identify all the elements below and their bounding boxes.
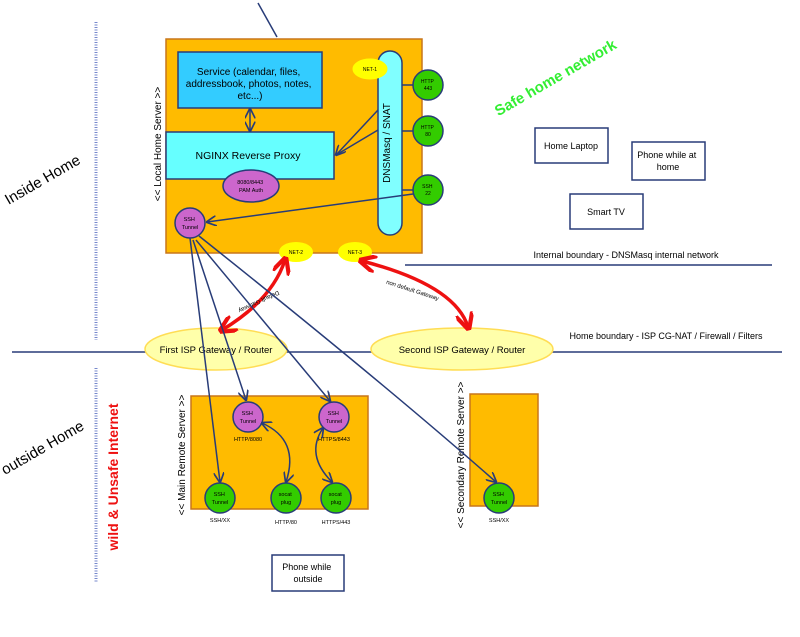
phone-home-box	[631, 141, 706, 181]
tunnel-line-ssh-secondary	[198, 235, 496, 482]
phone-home-label: Phone while at home	[637, 150, 699, 172]
remote-ssh-secondary-node	[483, 482, 515, 514]
dnsmasq-box	[377, 50, 403, 236]
second-gateway-label: Second ISP Gateway / Router	[399, 345, 526, 356]
local-ssh-tunnel-label: SSH Tunnel	[182, 217, 199, 231]
outside-home-label: outside Home	[0, 418, 87, 479]
smart-tv-label: Smart TV	[587, 207, 625, 217]
internal-boundary-label: Internal boundary - DNSMasq internal net…	[533, 250, 719, 260]
remote-ssh-secondary-port: SSH/XX	[489, 518, 510, 524]
socat80-port: HTTP/80	[275, 520, 297, 526]
net3-label: NET-3	[348, 250, 362, 256]
wild-internet-label: wild & Unsafe Internet	[105, 403, 121, 551]
remote-ssh-secondary-label: SSH Tunnel	[491, 492, 508, 506]
socat80-node	[270, 482, 302, 514]
socat80-label: socat plug	[279, 492, 294, 506]
smart-tv-box	[569, 193, 644, 230]
pam-auth-label: 8080/8443 PAM Auth	[237, 180, 265, 194]
http80-port-node	[412, 115, 444, 147]
remote-https-tunnel-port: HTTPS/8443	[318, 437, 350, 443]
home-boundary-label: Home boundary - ISP CG-NAT / Firewall / …	[569, 331, 763, 341]
http80-port-label: HTTP 80	[421, 125, 435, 138]
nondefault-gateway-label: non default Gateway	[385, 280, 439, 303]
https-tunnel-socat-link	[316, 428, 332, 482]
socat443-port: HTTPS/443	[322, 520, 351, 526]
local-ssh-tunnel-node	[174, 207, 206, 239]
remote-http-tunnel-node	[232, 401, 264, 433]
http443-port-label: HTTP 443	[421, 79, 435, 92]
home-laptop-box	[534, 127, 609, 164]
phone-outside-label: Phone while outside	[282, 562, 334, 584]
home-laptop-label: Home Laptop	[544, 141, 598, 151]
http-tunnel-socat-link	[262, 423, 290, 482]
safe-network-label: Safe home network	[492, 36, 620, 120]
socat443-node	[320, 482, 352, 514]
first-gateway-label: First ISP Gateway / Router	[160, 345, 273, 356]
dnsmasq-label: DNSMasq / SNAT	[382, 103, 393, 183]
inside-home-label: Inside Home	[2, 152, 83, 209]
http443-port-node	[412, 69, 444, 101]
default-gateway-label: Default Gateway	[237, 289, 280, 313]
net2-label: NET-2	[289, 250, 303, 256]
nondefault-gateway-arrow	[362, 261, 468, 327]
local-server-label: << Local Home Server >>	[153, 87, 164, 202]
dnsmasq-nginx-link-2	[335, 129, 379, 156]
tunnel-line-https	[195, 239, 330, 401]
incoming-line	[257, 2, 278, 38]
pam-auth-node	[222, 169, 280, 203]
ssh22-tunnel-link	[207, 193, 414, 222]
ssh22-port-label: SSH 22	[422, 184, 434, 197]
net1-label: NET-1	[363, 67, 377, 73]
remote-http-tunnel-label: SSH Tunnel	[240, 411, 257, 425]
service-label: Service (calendar, files, addressbook, p…	[186, 67, 314, 102]
remote-ssh-main-port: SSH/XX	[210, 518, 231, 524]
tunnel-line-http	[192, 239, 246, 400]
net1-node	[352, 58, 388, 80]
default-gateway-arrow	[222, 260, 285, 330]
service-box	[177, 51, 323, 109]
remote-ssh-main-node	[204, 482, 236, 514]
tunnel-line-ssh-main	[189, 237, 220, 482]
remote-https-tunnel-label: SSH Tunnel	[326, 411, 343, 425]
socat443-label: socat plug	[329, 492, 344, 506]
nginx-label: NGINX Reverse Proxy	[195, 150, 301, 162]
ssh22-port-node	[412, 174, 444, 206]
phone-outside-box	[271, 554, 345, 592]
secondary-remote-server-label: << Secondary Remote Server >>	[456, 381, 467, 528]
main-remote-server-label: << Main Remote Server >>	[177, 395, 188, 516]
dnsmasq-nginx-link-1	[336, 109, 379, 155]
remote-ssh-main-label: SSH Tunnel	[212, 492, 229, 506]
remote-https-tunnel-node	[318, 401, 350, 433]
remote-http-tunnel-port: HTTP/8080	[234, 437, 262, 443]
